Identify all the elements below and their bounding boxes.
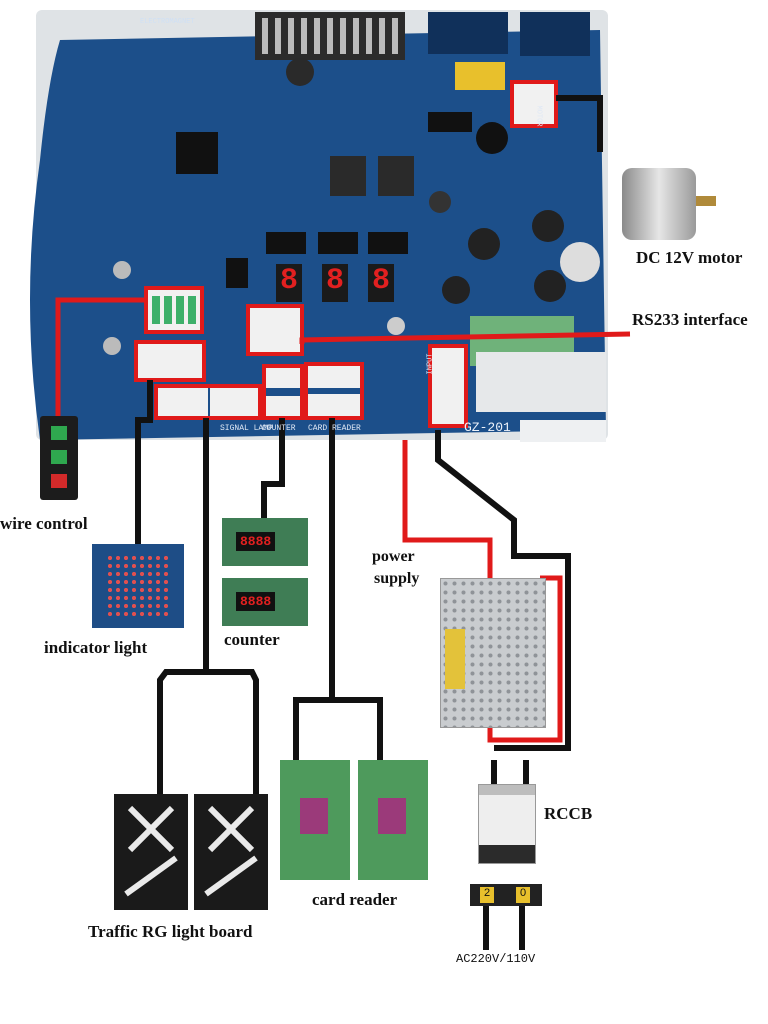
label-rccb: RCCB <box>544 804 593 823</box>
card-reader-2 <box>358 760 428 880</box>
remote-button-open <box>51 426 67 440</box>
motor-shaft <box>696 196 716 206</box>
label-counter: counter <box>224 630 280 649</box>
rccb-top <box>479 785 535 795</box>
counter-module-1: 8888 <box>222 518 308 566</box>
counter-module-2: 8888 <box>222 578 308 626</box>
label-traffic-light: Traffic RG light board <box>88 922 253 941</box>
label-dc-motor: DC 12V motor <box>636 248 743 267</box>
terminal-0: 0 <box>516 887 530 903</box>
segment-digit-1: 8 <box>280 264 299 298</box>
rccb-breaker <box>478 784 536 864</box>
remote-button-stop <box>51 450 67 464</box>
led-matrix <box>106 554 170 618</box>
label-ac-input: AC220V/110V <box>456 952 536 966</box>
wire-control-remote <box>40 416 78 500</box>
traffic-light-board-1 <box>114 794 188 910</box>
psu-sticker <box>445 629 465 689</box>
card-reader-1 <box>280 760 350 880</box>
rccb-base <box>479 845 535 863</box>
segment-digit-2: 8 <box>326 264 345 298</box>
board-model: GZ-201 <box>464 420 511 435</box>
silk-input: INPUT <box>426 353 435 375</box>
silk-motor: MOTOR <box>534 105 543 127</box>
indicator-light-board <box>92 544 184 628</box>
segment-digit-3: 8 <box>372 264 391 298</box>
dc-motor <box>622 168 696 240</box>
terminal-2: 2 <box>480 887 494 903</box>
card-reader-chip-1 <box>300 798 328 834</box>
counter-display-2: 8888 <box>236 592 276 611</box>
label-rs233: RS233 interface <box>632 310 748 329</box>
remote-button-close <box>51 474 67 488</box>
counter-display-1: 8888 <box>236 532 276 551</box>
traffic-x-pattern-2 <box>204 805 258 897</box>
label-indicator-light: indicator light <box>44 638 148 657</box>
silk-card-reader: CARD READER <box>308 424 361 433</box>
label-power-line1: power <box>372 548 415 565</box>
silk-signal-lamp: SIGNAL LAMP <box>220 424 273 433</box>
traffic-x-pattern-1 <box>124 805 178 897</box>
traffic-light-board-2 <box>194 794 268 910</box>
silk-electromagnet: ELECTROMAGNET <box>140 18 195 26</box>
label-wire-control: wire control <box>0 514 88 533</box>
terminal-block: 2 0 <box>470 884 542 906</box>
label-card-reader: card reader <box>312 890 398 909</box>
silk-counter: COUNTER <box>262 424 296 433</box>
label-power-line2: supply <box>374 570 420 587</box>
card-reader-chip-2 <box>378 798 406 834</box>
power-supply-unit <box>440 578 546 728</box>
board-connectors <box>138 84 554 424</box>
